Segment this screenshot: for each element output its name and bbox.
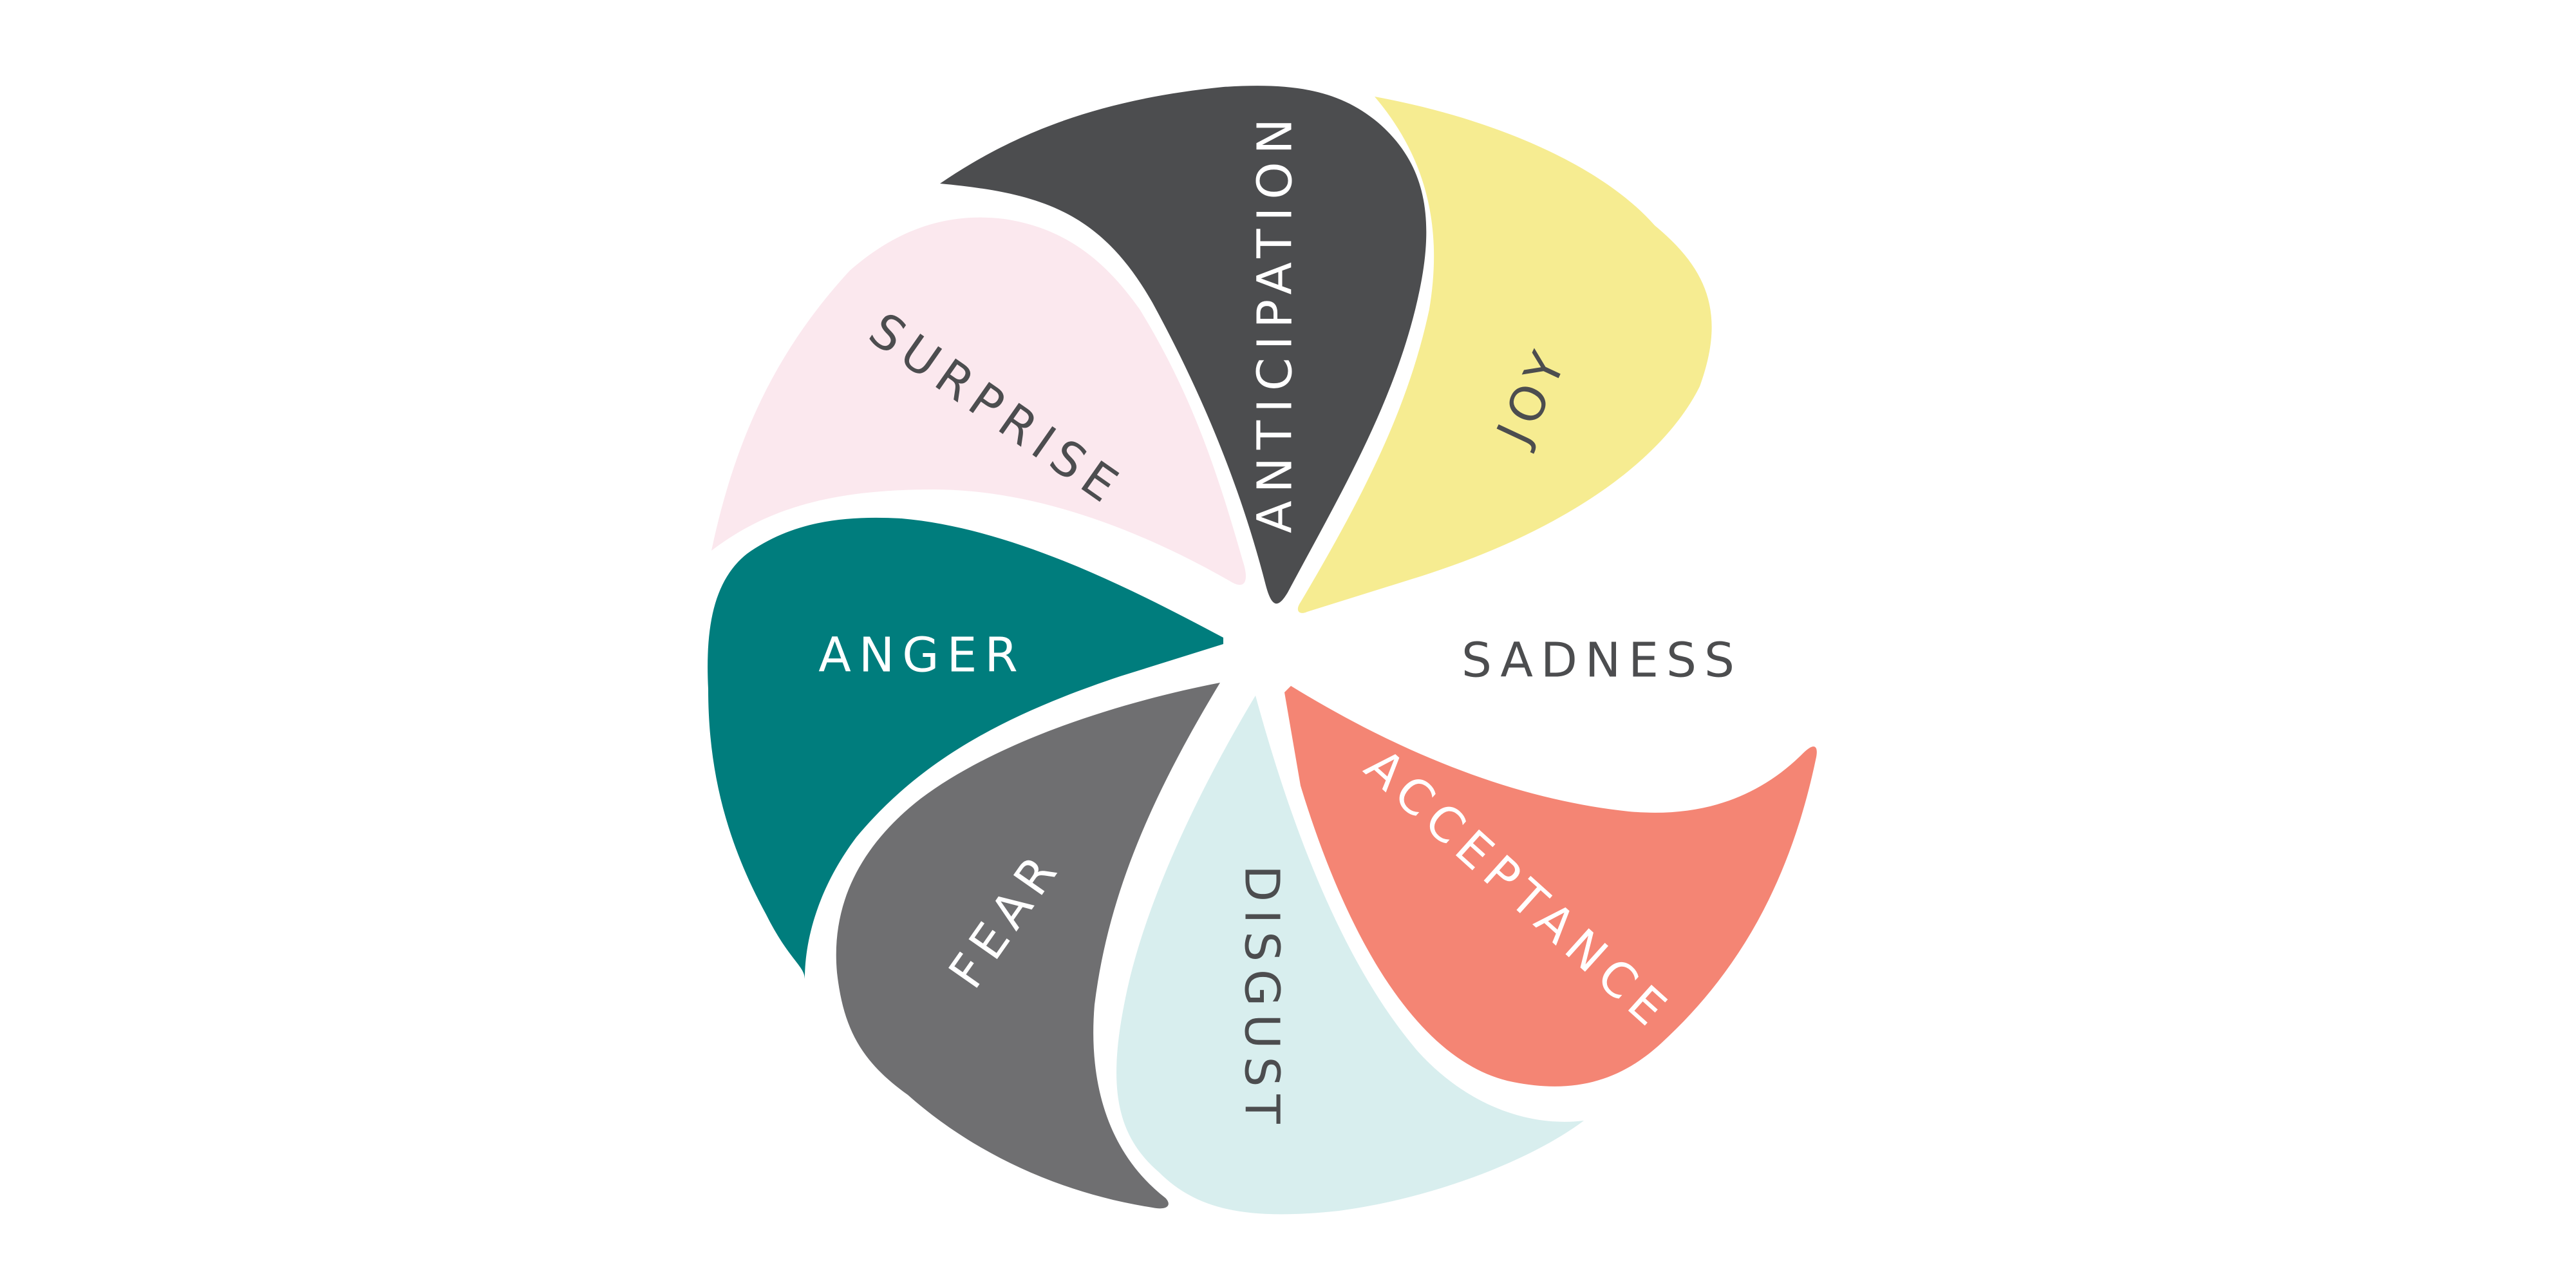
fear-petal	[836, 683, 1220, 1209]
surprise-petal	[711, 217, 1246, 585]
anticipation-label: ANTICIPATION	[1248, 111, 1303, 533]
acceptance-petal	[1284, 686, 1817, 1086]
joy-petal	[1297, 97, 1712, 613]
disgust-label: DISGUST	[1234, 865, 1289, 1131]
anticipation-petal	[940, 86, 1427, 604]
sadness-label: SADNESS	[1462, 633, 1742, 688]
anger-petal	[708, 517, 1223, 979]
disgust-petal	[1116, 696, 1584, 1215]
anger-label: ANGER	[818, 628, 1026, 683]
